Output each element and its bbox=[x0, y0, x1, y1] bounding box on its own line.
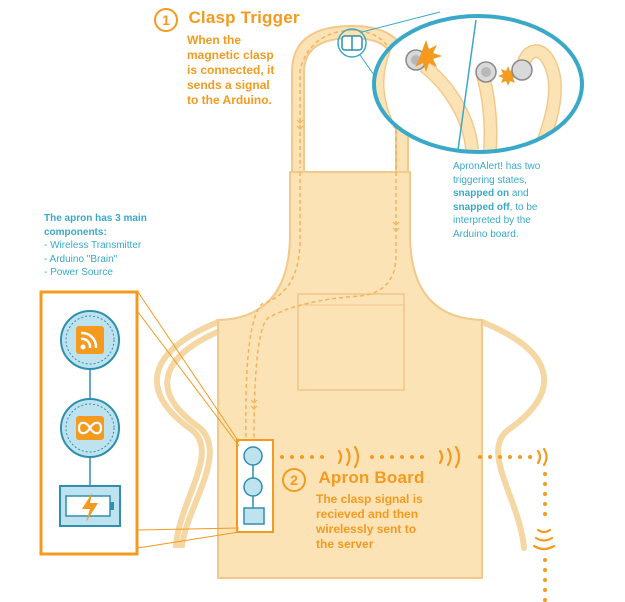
component-item: - Arduino "Brain" bbox=[44, 253, 118, 265]
battery-charging-icon bbox=[59, 485, 121, 527]
right-waist-tie bbox=[479, 319, 548, 551]
step1-title: Clasp Trigger bbox=[188, 8, 300, 27]
arduino-infinity-icon bbox=[60, 398, 120, 458]
apron-pocket bbox=[297, 293, 405, 391]
step2-number-badge: 2 bbox=[282, 468, 306, 492]
wireless-signal-path bbox=[280, 455, 532, 459]
trigger-states-note: ApronAlert! has two triggering states, s… bbox=[453, 161, 541, 240]
components-note: The apron has 3 main components: - Wirel… bbox=[44, 212, 214, 280]
wifi-signal-icon bbox=[60, 310, 120, 370]
step1-number-badge: 1 bbox=[154, 8, 178, 32]
board-arduino-module bbox=[243, 477, 263, 497]
step2-header: 2 Apron Board bbox=[282, 468, 425, 492]
clasp-zoom-callout bbox=[372, 14, 584, 154]
step1-header: 1 Clasp Trigger bbox=[154, 8, 300, 32]
step2-description: The clasp signal is recieved and then wi… bbox=[316, 492, 423, 551]
component-item: - Wireless Transmitter bbox=[44, 240, 142, 251]
step1-description: When the magnetic clasp is connected, it… bbox=[187, 33, 275, 107]
step2-title: Apron Board bbox=[318, 468, 425, 487]
left-waist-tie bbox=[153, 319, 225, 548]
component-item: - Power Source bbox=[44, 267, 113, 278]
board-power-module bbox=[243, 507, 265, 525]
board-wireless-module bbox=[243, 446, 263, 466]
